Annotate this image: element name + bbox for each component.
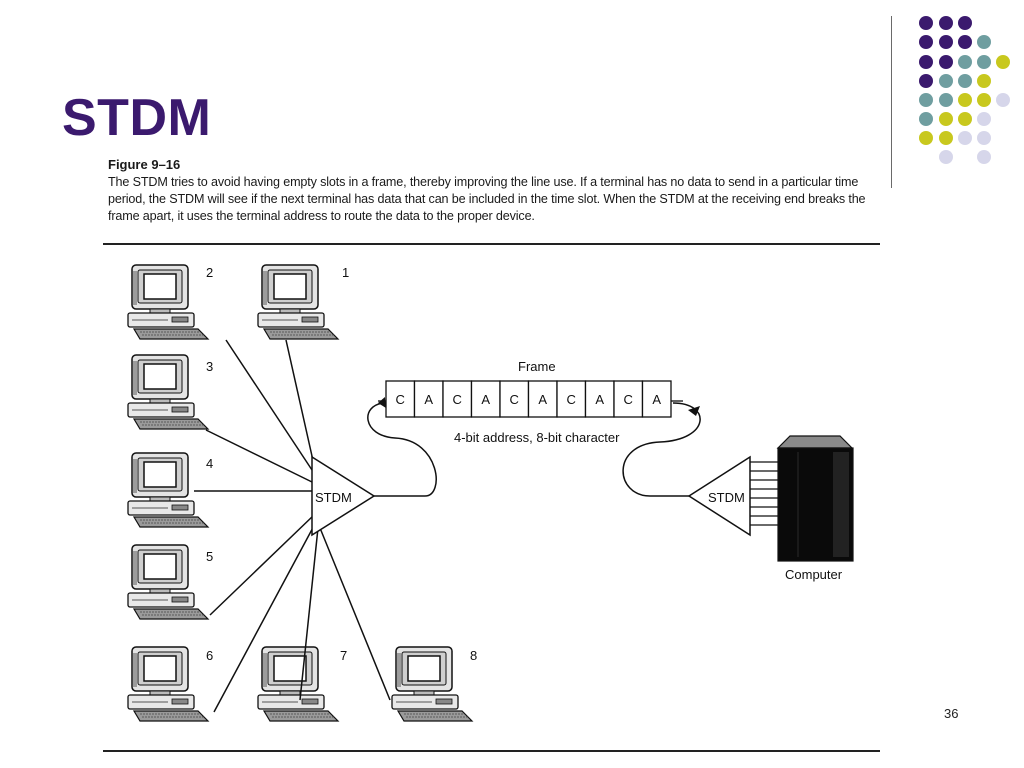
decorative-dot — [958, 131, 972, 145]
terminal-8 — [391, 646, 473, 722]
computer-mainframe — [776, 435, 854, 562]
decorative-dot — [958, 112, 972, 126]
decorative-dot — [919, 16, 933, 30]
bottom-rule — [103, 750, 880, 752]
frame-slot — [613, 380, 644, 418]
right-arrowhead — [688, 406, 700, 416]
computer-label: Computer — [785, 567, 843, 582]
frame-slot-label: C — [567, 392, 576, 407]
decorative-dot — [919, 131, 933, 145]
decorative-dot — [958, 16, 972, 30]
decorative-divider — [891, 16, 892, 188]
figure-caption-text: The STDM tries to avoid having empty slo… — [108, 175, 866, 223]
decorative-dot — [939, 74, 953, 88]
terminal-label-3: 3 — [206, 359, 213, 374]
frame-slot — [499, 380, 530, 418]
terminal-connection-lines — [194, 339, 391, 713]
frame-title: Frame — [518, 359, 556, 374]
decorative-dot — [977, 35, 991, 49]
decorative-dot — [977, 131, 991, 145]
terminal-6 — [127, 646, 209, 722]
decorative-dot — [919, 35, 933, 49]
terminal-label-8: 8 — [470, 648, 477, 663]
decorative-dot — [977, 150, 991, 164]
frame-slot — [641, 380, 672, 418]
computer-connection-lines — [750, 461, 778, 526]
frame-subtitle: 4-bit address, 8-bit character — [454, 430, 620, 445]
terminal-label-5: 5 — [206, 549, 213, 564]
decorative-dot — [919, 112, 933, 126]
frame-slot-label: C — [624, 392, 633, 407]
decorative-dot — [977, 55, 991, 69]
frame-slot-label: C — [510, 392, 519, 407]
frame-slot — [527, 380, 558, 418]
figure-caption: Figure 9–16 The STDM tries to avoid havi… — [108, 156, 883, 225]
terminal-1 — [257, 264, 339, 340]
terminal-7 — [257, 646, 339, 722]
frame-slot — [413, 380, 444, 418]
decorative-dot — [939, 150, 953, 164]
terminal-label-7: 7 — [340, 648, 347, 663]
terminal-label-2: 2 — [206, 265, 213, 280]
terminal-label-4: 4 — [206, 456, 213, 471]
decorative-dot — [996, 55, 1010, 69]
terminal-2 — [127, 264, 209, 340]
frame-slot-label: A — [595, 392, 604, 407]
terminal-4 — [127, 452, 209, 528]
stdm-right-multiplexer — [687, 455, 751, 537]
slide-title: STDM — [62, 89, 212, 147]
frame-slot — [584, 380, 615, 418]
frame-slot-label: C — [396, 392, 405, 407]
decorative-dot — [958, 93, 972, 107]
decorative-dot — [939, 16, 953, 30]
frame-slot-label: A — [424, 392, 433, 407]
decorative-dot — [977, 93, 991, 107]
decorative-dot — [939, 112, 953, 126]
decorative-dot — [919, 55, 933, 69]
stdm-right-label: STDM — [708, 490, 745, 505]
frame-slot-label: A — [538, 392, 547, 407]
frame-slot-label: A — [481, 392, 490, 407]
frame-slot-label: A — [652, 392, 661, 407]
terminal-label-1: 1 — [342, 265, 349, 280]
frame-slot-label: C — [453, 392, 462, 407]
stdm-left-label: STDM — [315, 490, 352, 505]
top-rule — [103, 243, 880, 245]
decorative-dot — [958, 74, 972, 88]
terminal-label-6: 6 — [206, 648, 213, 663]
decorative-dot — [919, 74, 933, 88]
stdm-left-multiplexer — [311, 455, 376, 537]
decorative-dot — [939, 35, 953, 49]
decorative-dot — [977, 112, 991, 126]
decorative-dot — [939, 93, 953, 107]
left-arrowhead — [378, 397, 386, 408]
decorative-dot — [919, 93, 933, 107]
decorative-dot — [958, 35, 972, 49]
decorative-dot — [977, 74, 991, 88]
page-number: 36 — [944, 706, 959, 721]
decorative-dot — [939, 131, 953, 145]
terminal-3 — [127, 354, 209, 430]
decorative-dot — [996, 93, 1010, 107]
decorative-dot — [939, 55, 953, 69]
decorative-dot — [958, 55, 972, 69]
figure-label: Figure 9–16 — [108, 157, 181, 172]
left-link-loop — [367, 402, 437, 497]
frame-slot — [442, 380, 473, 418]
terminal-5 — [127, 544, 209, 620]
